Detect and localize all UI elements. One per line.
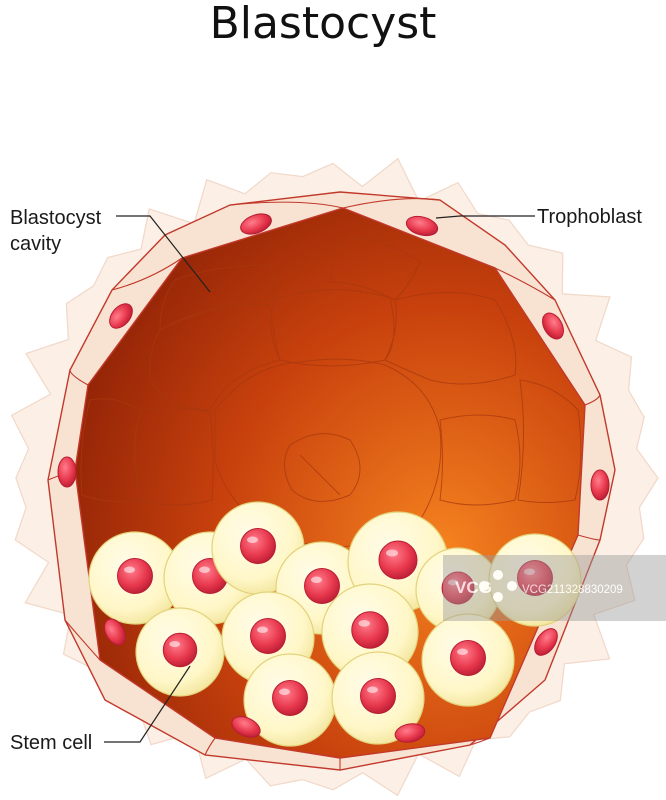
stem-cell bbox=[421, 613, 515, 707]
trophoblast-nucleus bbox=[240, 213, 272, 235]
trophoblast-nuclei bbox=[57, 213, 610, 743]
trophoblast-nucleus bbox=[109, 303, 133, 329]
vcg-logo-icon bbox=[479, 570, 517, 602]
stem-cell bbox=[135, 607, 225, 697]
stem-cell-nucleus bbox=[351, 611, 389, 649]
stem-cell-nucleus bbox=[272, 680, 308, 716]
stem-cell bbox=[243, 653, 337, 747]
stem-cell bbox=[88, 531, 182, 625]
trophoblast-cell-borders bbox=[47, 198, 601, 770]
nucleus-highlight bbox=[456, 648, 469, 655]
nucleus-highlight bbox=[198, 566, 210, 573]
nucleus-highlight bbox=[386, 549, 398, 557]
stem-cell bbox=[488, 533, 582, 627]
stem-cell-nucleus bbox=[450, 640, 486, 676]
watermark: VCG VCG211328830209 bbox=[443, 555, 666, 621]
nucleus-highlight bbox=[447, 579, 458, 586]
leader-trophoblast bbox=[435, 215, 535, 219]
trophoblast-nucleus bbox=[590, 469, 610, 501]
stem-cell-nucleus bbox=[240, 528, 276, 564]
trophoblast-nucleus bbox=[57, 456, 77, 488]
nucleus-highlight bbox=[256, 626, 269, 633]
cavity-wall-cells bbox=[80, 234, 582, 548]
label-trophoblast: Trophoblast bbox=[537, 206, 642, 228]
nucleus-highlight bbox=[278, 688, 291, 695]
watermark-logo-text: VCG bbox=[455, 578, 492, 597]
stem-cell-nucleus bbox=[304, 568, 340, 604]
stem-cell-nucleus bbox=[250, 618, 286, 654]
stem-cell-nucleus bbox=[162, 632, 198, 668]
stem-cell bbox=[331, 651, 425, 745]
inner-cell-mass bbox=[88, 501, 582, 747]
nucleus-highlight bbox=[366, 686, 379, 693]
nucleus-highlight bbox=[123, 566, 135, 573]
trophoblast-nucleus bbox=[542, 312, 564, 340]
trophoblast-nucleus bbox=[405, 215, 439, 237]
nucleus-highlight bbox=[358, 620, 370, 627]
diagram-title: Blastocyst bbox=[210, 0, 437, 49]
stem-cell-nucleus bbox=[117, 558, 153, 594]
label-blastocyst-cavity-line2: cavity bbox=[10, 233, 61, 255]
leader-stem-cell bbox=[104, 665, 191, 743]
stem-cell-nucleus bbox=[360, 678, 396, 714]
nucleus-highlight bbox=[310, 576, 323, 583]
nucleus-highlight bbox=[246, 536, 258, 543]
nucleus-highlight bbox=[523, 568, 535, 575]
stem-cell-nucleus bbox=[441, 571, 475, 605]
trophoblast-nucleus bbox=[534, 628, 558, 656]
label-stem-cell: Stem cell bbox=[10, 732, 92, 754]
trophoblast-nucleus bbox=[231, 716, 261, 738]
leader-blastocyst-cavity bbox=[116, 215, 211, 293]
trophoblast-nucleus bbox=[394, 723, 426, 743]
nucleus-highlight bbox=[169, 641, 180, 648]
label-blastocyst-cavity-line1: Blastocyst bbox=[10, 207, 102, 229]
trophoblast-nucleus bbox=[104, 618, 126, 646]
watermark-id-text: VCG211328830209 bbox=[522, 584, 623, 596]
stem-cell-nucleus bbox=[378, 540, 418, 580]
